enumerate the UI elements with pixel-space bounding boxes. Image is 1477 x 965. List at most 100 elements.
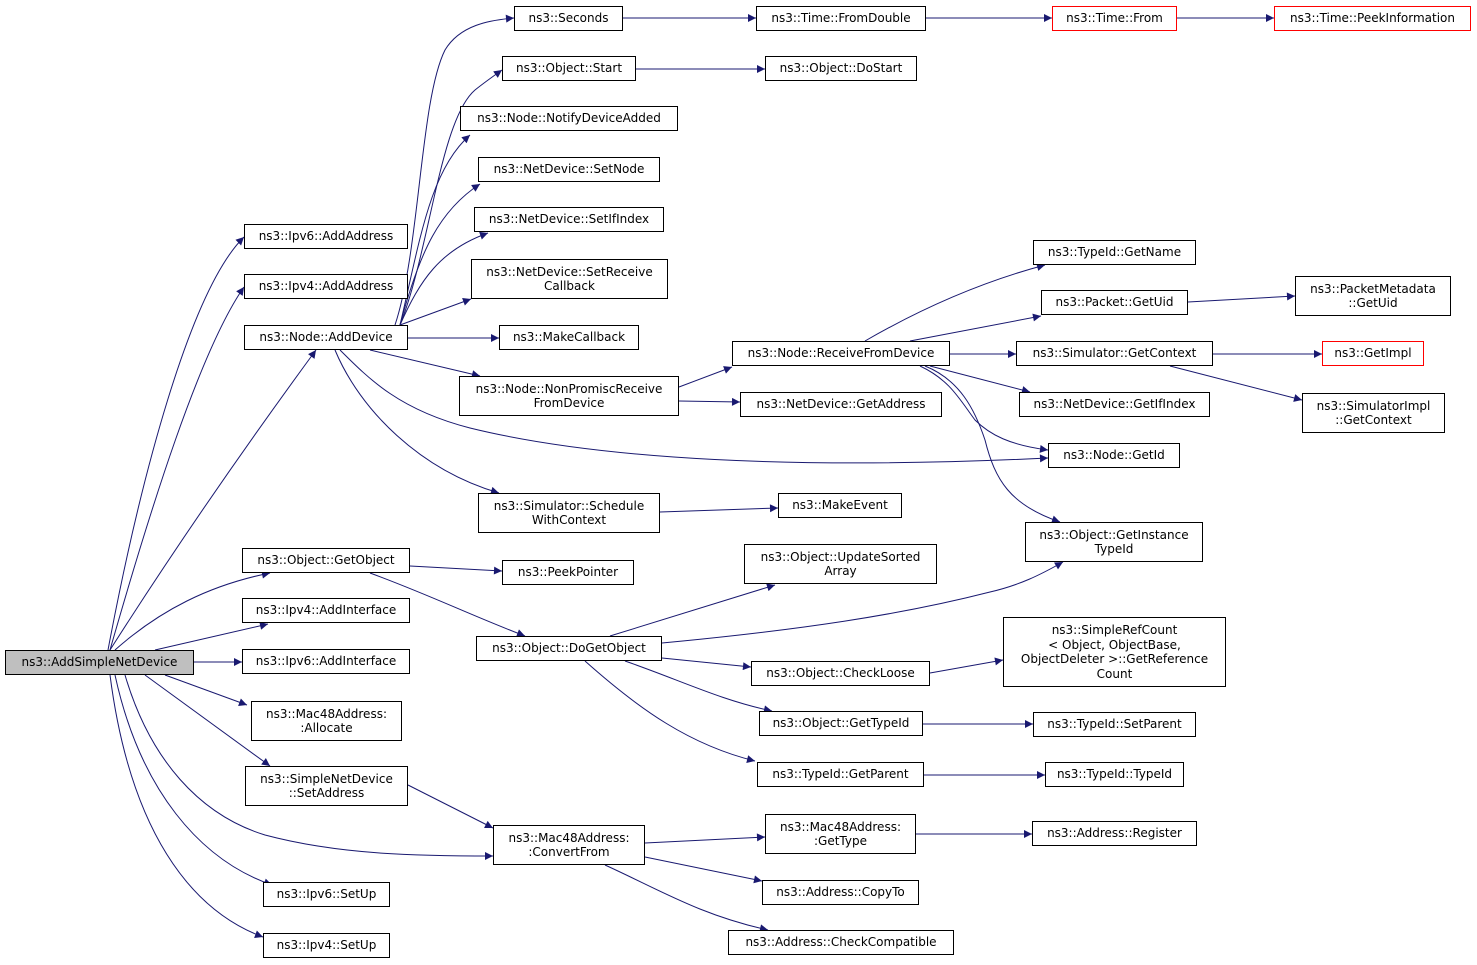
call-edge: [144, 674, 271, 767]
node-label-line: ::GetContext: [1335, 413, 1412, 427]
node-object-start[interactable]: ns3::Object::Start: [502, 56, 636, 81]
node-node-adddevice[interactable]: ns3::Node::AddDevice: [244, 325, 408, 350]
node-mac48-gettype[interactable]: ns3::Mac48Address::GetType: [765, 814, 916, 854]
call-edge: [339, 349, 1049, 464]
call-edge: [109, 349, 317, 651]
node-root: ns3::AddSimpleNetDevice: [5, 650, 194, 675]
node-address-checkcompatible[interactable]: ns3::Address::CheckCompatible: [728, 930, 954, 955]
call-edge: [924, 365, 1061, 524]
node-object-dogetobject[interactable]: ns3::Object::DoGetObject: [476, 636, 662, 661]
node-netdevice-getaddress[interactable]: ns3::NetDevice::GetAddress: [740, 392, 942, 417]
node-address-copyto[interactable]: ns3::Address::CopyTo: [762, 880, 919, 905]
node-packet-getuid[interactable]: ns3::Packet::GetUid: [1041, 290, 1188, 315]
node-label-line: :ConvertFrom: [528, 845, 610, 859]
call-edge: [919, 365, 1049, 453]
call-edge: [407, 784, 494, 829]
node-typeid-setparent[interactable]: ns3::TypeId::SetParent: [1033, 712, 1196, 737]
call-edge: [114, 570, 271, 651]
node-label-line: ns3::Ipv4::AddInterface: [255, 603, 397, 618]
call-edge: [107, 236, 245, 651]
call-edge: [399, 297, 472, 326]
node-label-line: ns3::Address::CheckCompatible: [745, 935, 937, 950]
node-label-line: ns3::Ipv4::SetUp: [276, 938, 377, 953]
node-typeid-getparent[interactable]: ns3::TypeId::GetParent: [757, 762, 924, 787]
node-time-peekinformation[interactable]: ns3::Time::PeekInformation: [1274, 6, 1471, 31]
node-typeid-typeid[interactable]: ns3::TypeId::TypeId: [1045, 762, 1184, 787]
call-edge: [929, 657, 1004, 674]
node-label-line: :Allocate: [300, 721, 353, 735]
node-object-gettypeid[interactable]: ns3::Object::GetTypeId: [759, 711, 923, 736]
call-edge: [644, 856, 763, 884]
node-getimpl[interactable]: ns3::GetImpl: [1322, 341, 1424, 366]
node-label-line: Array: [824, 564, 857, 578]
node-ipv4-setup[interactable]: ns3::Ipv4::SetUp: [263, 933, 390, 958]
node-label-line: ns3::Object::GetTypeId: [772, 716, 910, 731]
node-label-line: ns3::Packet::GetUid: [1055, 295, 1174, 310]
node-label-line: ::GetUid: [1348, 296, 1398, 310]
call-edge: [644, 833, 766, 844]
node-peekpointer[interactable]: ns3::PeekPointer: [502, 560, 634, 585]
node-label-line: ns3::Node::NotifyDeviceAdded: [477, 111, 661, 126]
node-makeevent[interactable]: ns3::MakeEvent: [778, 493, 902, 518]
call-edge: [624, 660, 773, 714]
node-label-line: ns3::AddSimpleNetDevice: [21, 655, 178, 670]
node-seconds[interactable]: ns3::Seconds: [514, 6, 623, 31]
node-label-line: ns3::NetDevice::GetAddress: [756, 397, 926, 412]
call-edge: [369, 572, 526, 637]
node-ipv6-addinterface[interactable]: ns3::Ipv6::AddInterface: [242, 649, 410, 674]
node-ipv6-addaddress[interactable]: ns3::Ipv6::AddAddress: [244, 224, 408, 249]
call-edge: [114, 674, 273, 887]
node-label-line: ns3::NetDevice::SetReceive: [486, 264, 653, 279]
node-label-line: ns3::NetDevice::SetNode: [493, 162, 645, 177]
node-time-fromdouble[interactable]: ns3::Time::FromDouble: [756, 6, 926, 31]
call-edge: [609, 583, 776, 637]
node-address-register[interactable]: ns3::Address::Register: [1032, 821, 1197, 846]
node-label-line: ns3::Node::AddDevice: [259, 330, 393, 345]
node-object-dostart[interactable]: ns3::Object::DoStart: [765, 56, 917, 81]
node-node-receivefromdevice[interactable]: ns3::Node::ReceiveFromDevice: [732, 341, 950, 366]
node-ipv6-setup[interactable]: ns3::Ipv6::SetUp: [263, 882, 390, 907]
node-label-line: ns3::Seconds: [528, 11, 609, 26]
node-simulator-getcontext[interactable]: ns3::Simulator::GetContext: [1016, 341, 1213, 366]
node-label-line: < Object, ObjectBase,: [1048, 637, 1181, 652]
node-time-from[interactable]: ns3::Time::From: [1052, 6, 1177, 31]
call-edge: [399, 183, 481, 326]
node-label-line: ns3::Ipv6::SetUp: [276, 887, 377, 902]
node-object-checkloose[interactable]: ns3::Object::CheckLoose: [751, 661, 930, 686]
node-ipv4-addinterface[interactable]: ns3::Ipv4::AddInterface: [242, 598, 410, 623]
node-label-line: ns3::Object::DoGetObject: [492, 641, 646, 656]
node-ipv4-addaddress[interactable]: ns3::Ipv4::AddAddress: [244, 274, 408, 299]
node-netdevice-getifindex[interactable]: ns3::NetDevice::GetIfIndex: [1019, 392, 1210, 417]
node-label-line: ns3::MakeEvent: [792, 498, 888, 513]
node-netdevice-setnode[interactable]: ns3::NetDevice::SetNode: [478, 157, 660, 182]
node-label-line: ns3::Node::ReceiveFromDevice: [747, 346, 935, 361]
node-node-getid[interactable]: ns3::Node::GetId: [1048, 443, 1180, 468]
call-edge: [678, 366, 733, 388]
node-makecallback[interactable]: ns3::MakeCallback: [499, 325, 639, 350]
node-mac48-allocate[interactable]: ns3::Mac48Address::Allocate: [251, 701, 402, 741]
call-edge: [109, 286, 245, 651]
node-label-line: ObjectDeleter >::GetReference: [1020, 652, 1209, 666]
node-packetmetadata-getuid[interactable]: ns3::PacketMetadata::GetUid: [1295, 276, 1451, 316]
node-node-notifydeviceadded[interactable]: ns3::Node::NotifyDeviceAdded: [460, 106, 678, 131]
node-typeid-getname[interactable]: ns3::TypeId::GetName: [1033, 240, 1196, 265]
node-simulatorimpl-getcontext[interactable]: ns3::SimulatorImpl::GetContext: [1302, 393, 1445, 433]
node-label-line: ns3::Simulator::GetContext: [1032, 346, 1197, 361]
call-edge: [678, 397, 741, 406]
node-object-getobject[interactable]: ns3::Object::GetObject: [242, 548, 410, 573]
node-mac48-convertfrom[interactable]: ns3::Mac48Address::ConvertFrom: [493, 825, 645, 865]
node-simplenetdevice-setaddress[interactable]: ns3::SimpleNetDevice::SetAddress: [245, 766, 408, 806]
node-label-line: ns3::TypeId::TypeId: [1056, 767, 1173, 782]
node-simplerefcount-getreferencecount[interactable]: ns3::SimpleRefCount< Object, ObjectBase,…: [1003, 617, 1226, 687]
node-label-line: ns3::Ipv4::AddAddress: [258, 279, 394, 294]
node-label-line: ns3::Ipv6::AddAddress: [258, 229, 394, 244]
node-netdevice-setifindex[interactable]: ns3::NetDevice::SetIfIndex: [474, 207, 664, 232]
node-label-line: ns3::PeekPointer: [517, 565, 619, 580]
node-label-line: ns3::Mac48Address:: [508, 830, 630, 845]
